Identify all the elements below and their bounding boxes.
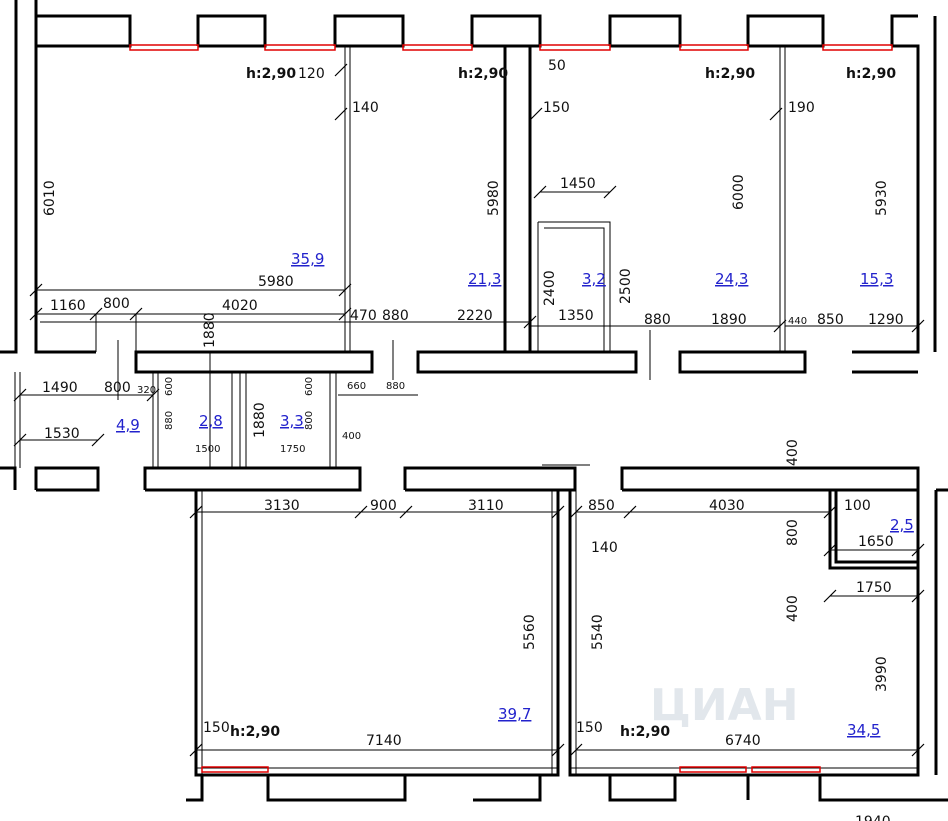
dimension-label: 150 [543,100,570,116]
dimension-label: 800 [304,411,315,430]
dimension-label: 140 [591,540,618,556]
dimension-label: 800 [103,296,130,312]
dimension-label: 1890 [711,312,747,328]
dimension-label: 3990 [874,656,890,692]
horizontal-dimensions: 120 50 140 150 190 1450 5980 1160 800 40… [42,58,904,821]
dimension-label: 4020 [222,298,258,314]
dimension-label: 880 [386,381,405,392]
dimension-label: 660 [347,381,366,392]
dimension-label: 1530 [44,426,80,442]
window [402,44,473,51]
window [751,766,821,773]
dimension-label: 1750 [856,580,892,596]
dimension-label: 100 [844,498,871,514]
dimension-label: 5540 [590,614,606,650]
dimension-label: 880 [164,411,175,430]
dimension-label: 850 [817,312,844,328]
dimension-label: 2500 [618,268,634,304]
room-area: 15,3 [860,270,893,288]
dimension-label: 400 [785,595,801,622]
dimension-label: 1490 [42,380,78,396]
window [679,766,747,773]
room-area: 4,9 [116,416,140,434]
dimension-label: 2220 [457,308,493,324]
dimension-label: 5560 [522,614,538,650]
dimension-label: 5930 [874,180,890,216]
dimension-label: 50 [548,58,566,74]
room-area: 3,2 [582,270,606,288]
dimension-label: 1350 [558,308,594,324]
room-area: 24,3 [715,270,748,288]
room-areas: 35,9 21,3 3,2 24,3 15,3 4,9 2,8 3,3 39,7… [116,250,914,739]
dimension-label: 1290 [868,312,904,328]
vertical-dimensions: 6010 5980 6000 5930 1880 2400 2500 600 8… [42,174,890,692]
dimension-label: 4030 [709,498,745,514]
dimension-label: 6740 [725,733,761,749]
dimension-label: 150 [203,720,230,736]
dimension-label: 190 [788,100,815,116]
dimension-label: 1880 [202,312,218,348]
ceiling-height: h:2,90 [620,724,670,740]
window [822,44,893,51]
dimension-label: 6000 [731,174,747,210]
dimension-label: 5980 [486,180,502,216]
dimension-label: 1650 [858,534,894,550]
dimension-label: 800 [785,519,801,546]
walls [0,0,948,802]
dimension-label: 1160 [50,298,86,314]
dimension-label: 150 [576,720,603,736]
ceiling-height: h:2,90 [246,66,296,82]
dimension-label: 140 [352,100,379,116]
ceiling-height: h:2,90 [458,66,508,82]
dimension-label: 600 [304,377,315,396]
ceiling-heights: h:2,90 h:2,90 h:2,90 h:2,90 h:2,90 h:2,9… [230,66,896,740]
dimension-label: 1500 [195,444,220,455]
dimension-label: 3110 [468,498,504,514]
window [201,766,269,773]
dimension-label: 400 [342,431,361,442]
window [679,44,749,51]
dimension-label: 2400 [542,270,558,306]
dimension-label: 440 [788,316,807,327]
dimension-label: 880 [382,308,409,324]
room-area: 3,3 [280,412,304,430]
dimension-label: 400 [785,439,801,466]
room-area: 2,5 [890,516,914,534]
window [264,44,336,51]
room-area: 35,9 [291,250,324,268]
dimension-label: 6010 [42,180,58,216]
dimension-lines [13,63,925,757]
dimension-label: 900 [370,498,397,514]
dimension-label: 880 [644,312,671,328]
room-area: 2,8 [199,412,223,430]
ceiling-height: h:2,90 [705,66,755,82]
dimension-label: 120 [298,66,325,82]
room-area: 21,3 [468,270,501,288]
window [129,44,199,51]
dimension-label: 3130 [264,498,300,514]
room-area: 39,7 [498,705,531,723]
room-area: 34,5 [847,721,880,739]
dimension-label: 470 [350,308,377,324]
dimension-label: 320 [137,385,156,396]
window [539,44,611,51]
windows [129,44,893,773]
dimension-label: 1450 [560,176,596,192]
watermark: ЦИАН [650,680,799,731]
dimension-label: 7140 [366,733,402,749]
dimension-label: 850 [588,498,615,514]
ceiling-height: h:2,90 [230,724,280,740]
dimension-label: 5980 [258,274,294,290]
dimension-label: 600 [164,377,175,396]
dimension-label: 1880 [252,402,268,438]
dimension-label: 1940 [855,814,891,821]
dimension-label: 1750 [280,444,305,455]
ceiling-height: h:2,90 [846,66,896,82]
dimension-label: 800 [104,380,131,396]
